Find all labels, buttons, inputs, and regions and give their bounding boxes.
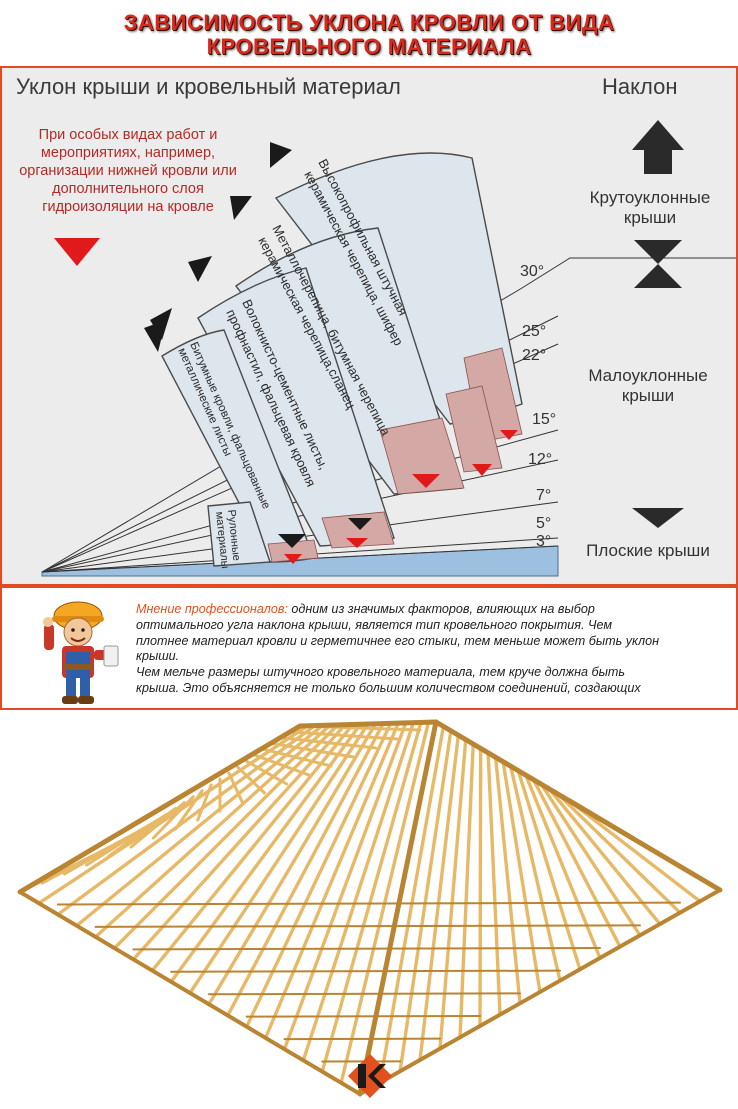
zone-flat-label: Плоские крыши — [568, 541, 728, 561]
opinion-line-6: крыша. Это объясняется не только большим… — [136, 681, 698, 697]
purlin — [247, 1016, 480, 1017]
zone-steep-line1: Крутоуклонные — [580, 188, 720, 208]
purlin — [133, 948, 600, 949]
angle-label-30: 30° — [520, 263, 544, 280]
special-works-note: При особых видах работ и мероприятиях, н… — [10, 126, 246, 216]
purlin — [96, 925, 640, 927]
angle-label-3: 3° — [536, 533, 551, 550]
incline-title: Наклон — [602, 74, 677, 100]
opinion-line-1: Мнение профессионалов: одним из значимых… — [136, 602, 698, 618]
down-arrow-icon — [632, 508, 684, 528]
purlin — [58, 903, 680, 905]
expert-opinion-panel: Мнение профессионалов: одним из значимых… — [0, 586, 738, 710]
zone-low-line1: Малоуклонные — [578, 366, 718, 386]
opinion-line-1-rest: одним из значимых факторов, влияющих на … — [288, 602, 595, 616]
zone-low-line2: крыши — [578, 386, 718, 406]
rafter-front-left — [266, 723, 399, 1038]
rafter-front-right — [525, 774, 600, 958]
arrow-icon-3 — [188, 256, 212, 282]
hip-rafter-left — [20, 726, 300, 892]
opinion-line-4: крыши. — [136, 649, 698, 665]
opinion-line-5: Чем мельче размеры штучного кровельного … — [136, 665, 698, 681]
hourglass-top-icon — [634, 240, 682, 264]
up-arrow-icon — [632, 120, 684, 150]
eave-front-right — [360, 890, 720, 1094]
up-arrow-stem — [644, 150, 672, 174]
brand-logo-icon — [346, 1052, 394, 1100]
purlin — [209, 993, 520, 994]
ridge-beam — [300, 722, 436, 726]
angle-label-12: 12° — [528, 451, 552, 468]
opinion-line-2: оптимального угла наклона крыши, являетс… — [136, 618, 698, 634]
angle-label-7: 7° — [536, 487, 551, 504]
opinion-line-3: плотнее материал кровли и герметичнее ег… — [136, 634, 698, 650]
purlin — [171, 971, 560, 972]
zone-steep-label: Крутоуклонные крыши — [580, 188, 720, 228]
opinion-lead: Мнение профессионалов: — [136, 602, 288, 616]
hourglass-bottom-icon — [634, 264, 682, 288]
angle-label-5: 5° — [536, 515, 551, 532]
incline-arrows — [632, 120, 684, 528]
angle-label-25: 25° — [522, 323, 546, 340]
builder-worker-icon — [32, 590, 124, 708]
zone-low-label: Малоуклонные крыши — [578, 366, 718, 406]
angle-label-15: 15° — [532, 411, 556, 428]
angle-labels: 30° 25° 22° 15° 12° 7° 5° 3° — [520, 263, 556, 550]
hip-roof-rafters-svg — [0, 712, 738, 1104]
page-title-line1: ЗАВИСИМОСТЬ УКЛОНА КРОВЛИ ОТ ВИДА — [0, 0, 738, 35]
zone-steep-line2: крыши — [580, 208, 720, 228]
diagram-title: Уклон крыши и кровельный материал — [16, 74, 401, 100]
angle-label-22: 22° — [522, 347, 546, 364]
rafter-front-right — [380, 726, 443, 1082]
red-marker-icon-note — [54, 238, 100, 266]
roof-frame-illustration — [0, 712, 738, 1104]
arrow-icon-1 — [270, 142, 292, 168]
page-header: ЗАВИСИМОСТЬ УКЛОНА КРОВЛИ ОТ ВИДА КРОВЕЛ… — [0, 0, 738, 66]
expert-opinion-text: Мнение профессионалов: одним из значимых… — [136, 602, 698, 697]
page-title-line2: КРОВЕЛЬНОГО МАТЕРИАЛА — [0, 35, 738, 59]
rafter-front-left — [114, 725, 337, 948]
slope-diagram: Высокопрофильная штучная керамическая че… — [0, 66, 738, 586]
rafter-front-right — [480, 748, 481, 1026]
